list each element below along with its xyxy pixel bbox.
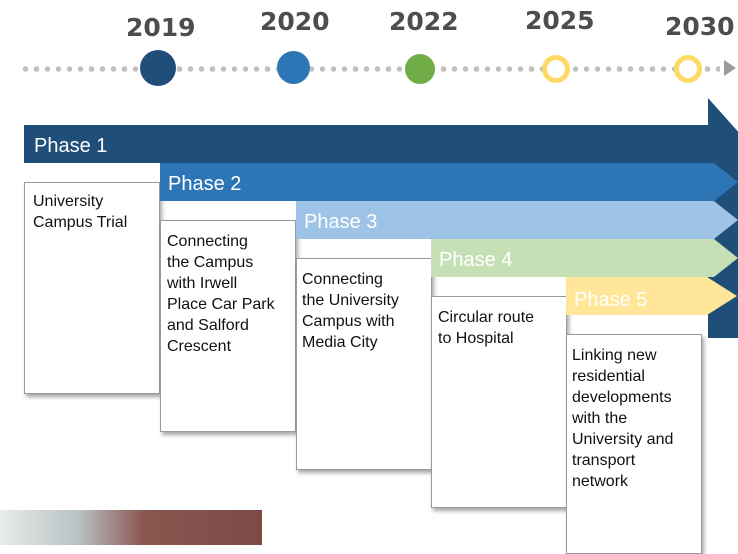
year-label-2020: 2020 — [260, 7, 330, 36]
timeline-dotted-line — [20, 66, 720, 72]
phase-1-label: Phase 1 — [34, 135, 108, 157]
year-label-2030: 2030 — [665, 12, 735, 41]
phase-2-description: Connecting the Campus with Irwell Place … — [167, 233, 275, 355]
milestone-2030 — [674, 55, 702, 83]
year-label-2022: 2022 — [389, 7, 459, 36]
phase-5-description: Linking new residential developments wit… — [572, 347, 674, 490]
phase-5-label: Phase 5 — [574, 289, 648, 311]
year-label-2019: 2019 — [126, 13, 196, 42]
building-photo — [0, 510, 262, 545]
timeline-arrow-icon — [724, 60, 736, 76]
milestone-2022 — [405, 54, 435, 84]
phase-3-band — [296, 201, 714, 239]
phase-4-description: Circular route to Hospital — [438, 309, 535, 347]
phase-5-band — [566, 277, 708, 315]
phase-4-band — [431, 239, 714, 277]
phase-2-box: Connecting the Campus with Irwell Place … — [160, 220, 296, 432]
phase-4-label: Phase 4 — [439, 249, 513, 271]
milestone-2025 — [542, 55, 570, 83]
phase-1-band — [24, 125, 714, 163]
year-label-2025: 2025 — [525, 6, 595, 35]
phase-1-description: University Campus Trial — [33, 193, 128, 231]
phase-3-description: Connecting the University Campus with Me… — [302, 271, 399, 351]
phase-2-label: Phase 2 — [168, 173, 242, 195]
phase-2-arrow-tip — [714, 163, 738, 201]
milestone-2019 — [140, 50, 176, 86]
phase-1-box: University Campus Trial — [24, 182, 160, 394]
milestone-2020 — [277, 51, 310, 84]
phase-3-label: Phase 3 — [304, 211, 378, 233]
phase-3-arrow-tip — [714, 201, 738, 239]
phase-1-arrow-tip — [714, 125, 738, 163]
phase-3-box: Connecting the University Campus with Me… — [296, 258, 432, 470]
phase-5-arrow-tip — [707, 277, 737, 315]
phase-4-box: Circular route to Hospital — [431, 296, 567, 508]
phase-2-band — [160, 163, 714, 201]
phase-5-box: Linking new residential developments wit… — [566, 334, 702, 554]
phase-4-arrow-tip — [714, 239, 738, 277]
